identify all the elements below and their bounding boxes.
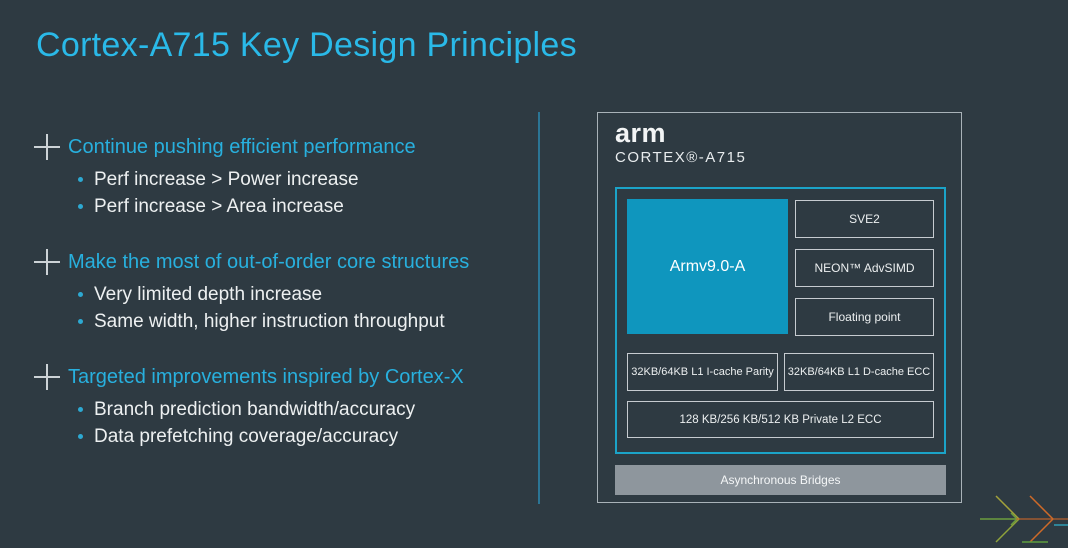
section-heading-row: Continue pushing efficient performance [34, 134, 524, 160]
section-cortex-x-improvements: Targeted improvements inspired by Cortex… [34, 364, 524, 450]
product-name: CORTEX®-A715 [615, 149, 747, 166]
core-cluster-box: Armv9.0-A SVE2 NEON™ AdvSIMD Floating po… [615, 187, 946, 454]
section-ooo-core-structures: Make the most of out-of-order core struc… [34, 249, 524, 335]
plus-icon [34, 134, 60, 160]
l1-icache-block: 32KB/64KB L1 I-cache Parity [627, 353, 778, 391]
bullet-item: Perf increase > Power increase [78, 166, 524, 193]
sve2-block: SVE2 [795, 200, 934, 238]
section-heading: Targeted improvements inspired by Cortex… [68, 366, 464, 388]
bullet-item: Perf increase > Area increase [78, 193, 524, 220]
bullet-item: Same width, higher instruction throughpu… [78, 308, 524, 335]
floating-point-block: Floating point [795, 298, 934, 336]
bullet-list: Branch prediction bandwidth/accuracy Dat… [78, 396, 524, 450]
page-title: Cortex-A715 Key Design Principles [36, 26, 577, 64]
l1-dcache-block: 32KB/64KB L1 D-cache ECC [784, 353, 934, 391]
asynchronous-bridges-block: Asynchronous Bridges [615, 465, 946, 495]
cortex-a715-diagram: arm CORTEX®-A715 Armv9.0-A SVE2 NEON™ Ad… [597, 112, 962, 503]
section-efficient-performance: Continue pushing efficient performance P… [34, 134, 524, 220]
section-heading: Make the most of out-of-order core struc… [68, 251, 470, 273]
corner-chevron-decoration [980, 495, 1068, 543]
armv9-core-block: Armv9.0-A [627, 199, 788, 334]
bullet-item: Very limited depth increase [78, 281, 524, 308]
section-heading-row: Make the most of out-of-order core struc… [34, 249, 524, 275]
bullet-list: Perf increase > Power increase Perf incr… [78, 166, 524, 220]
arm-logo: arm [615, 118, 667, 148]
bullet-item: Branch prediction bandwidth/accuracy [78, 396, 524, 423]
l2-cache-block: 128 KB/256 KB/512 KB Private L2 ECC [627, 401, 934, 438]
plus-icon [34, 364, 60, 390]
plus-icon [34, 249, 60, 275]
bullet-item: Data prefetching coverage/accuracy [78, 423, 524, 450]
section-heading: Continue pushing efficient performance [68, 136, 416, 158]
vertical-divider [538, 112, 540, 504]
bullet-list: Very limited depth increase Same width, … [78, 281, 524, 335]
section-heading-row: Targeted improvements inspired by Cortex… [34, 364, 524, 390]
neon-advsimd-block: NEON™ AdvSIMD [795, 249, 934, 287]
